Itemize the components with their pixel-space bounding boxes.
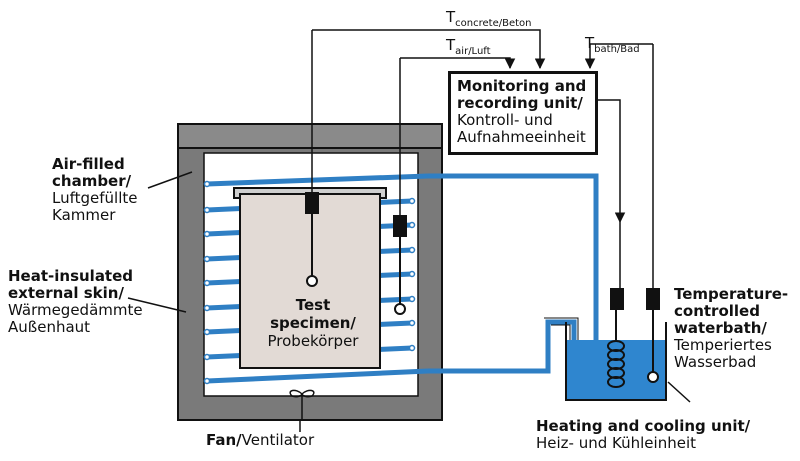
bath-sensor-body xyxy=(646,288,660,310)
air-sensor-body xyxy=(393,215,407,237)
waterbath-label: Temperature- controlled waterbath/ Tempe… xyxy=(674,285,789,371)
concrete-sensor-body xyxy=(305,192,319,214)
heating-unit-head xyxy=(610,288,624,310)
sensor-label-air: Tair/Luft xyxy=(446,36,491,57)
housing-lid xyxy=(177,123,443,149)
sensor-label-bath: Tbath/Bad xyxy=(585,34,640,55)
bath-pipes xyxy=(428,173,599,374)
specimen-label: Test specimen/ Probekörper xyxy=(267,296,359,350)
air-chamber-label: Air-filled chamber/ Luftgefüllte Kammer xyxy=(52,155,138,224)
fan-icon xyxy=(289,389,315,420)
fan-label: Fan/Ventilator xyxy=(206,431,315,449)
bath-sensor-tip xyxy=(647,371,659,383)
sensor-wires xyxy=(312,29,654,288)
air-sensor-tip xyxy=(394,303,406,315)
pipe-end-markers xyxy=(203,180,416,385)
leader-lines xyxy=(127,171,691,432)
heating-unit-label: Heating and cooling unit/ Heiz- und Kühl… xyxy=(536,417,751,452)
concrete-sensor-tip xyxy=(306,275,318,287)
heating-coil xyxy=(607,308,625,388)
monitoring-unit-box: Monitoring and recording unit/ Kontroll-… xyxy=(448,71,598,155)
skin-label: Heat-insulated external skin/ Wärmegedäm… xyxy=(8,267,143,336)
waterbath-container xyxy=(565,322,667,401)
sensor-label-concrete: Tconcrete/Beton xyxy=(446,8,532,29)
